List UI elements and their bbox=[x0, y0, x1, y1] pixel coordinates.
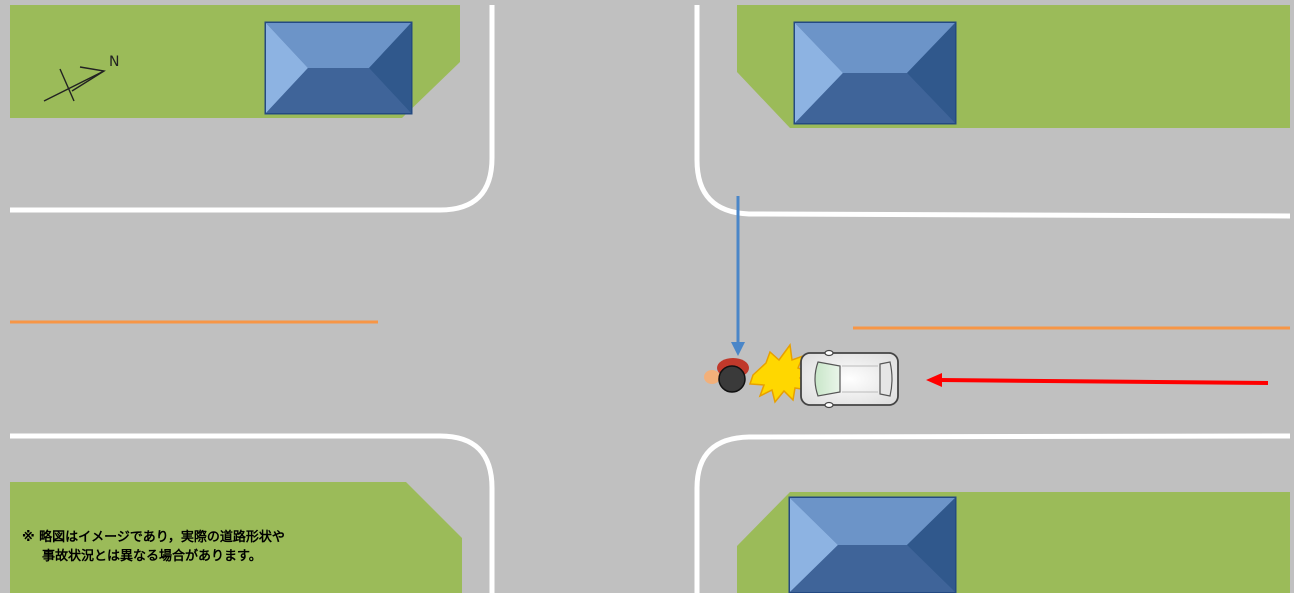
house-bottom-right bbox=[788, 496, 957, 593]
disclaimer-note: ※ 略図はイメージであり，実際の道路形状や 事故状況とは異なる場合があります。 bbox=[22, 528, 285, 566]
disclaimer-line-2: 事故状況とは異なる場合があります。 bbox=[42, 549, 262, 564]
house-top-left bbox=[264, 21, 413, 115]
pedestrian-icon bbox=[704, 358, 749, 393]
grass-bottom-left bbox=[10, 482, 462, 593]
house-top-right bbox=[793, 21, 957, 125]
north-label: N bbox=[109, 54, 119, 70]
pedestrian-path-arrow bbox=[731, 196, 745, 356]
vehicle-path-arrow bbox=[926, 373, 1269, 387]
road-edge-lines bbox=[10, 5, 1291, 593]
north-arrow-icon: N bbox=[43, 54, 119, 102]
disclaimer-line-1: ※ 略図はイメージであり，実際の道路形状や bbox=[22, 530, 285, 545]
car-icon bbox=[800, 349, 899, 409]
